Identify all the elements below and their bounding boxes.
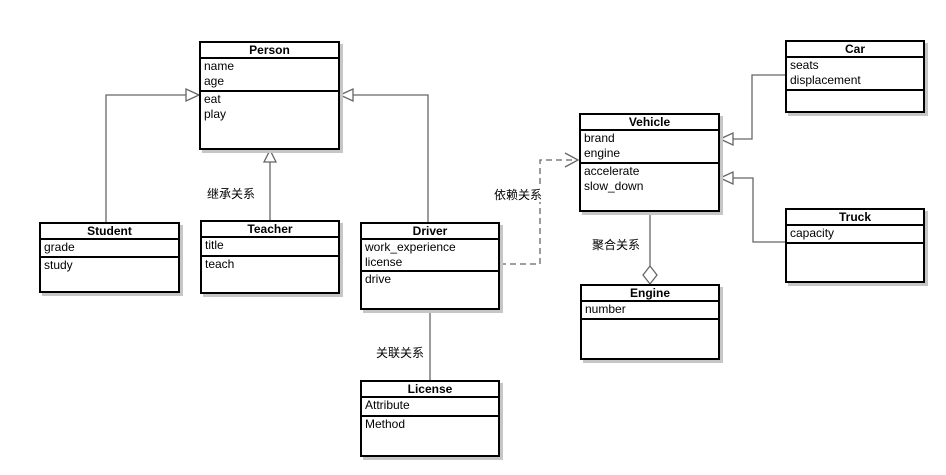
attribute-row: number xyxy=(585,302,626,316)
class-box-engine: Engine number xyxy=(580,284,720,360)
methods-section: eat play xyxy=(201,92,338,148)
attributes-section: title xyxy=(202,238,338,257)
method-row: Method xyxy=(365,417,406,431)
methods-section xyxy=(787,91,923,111)
methods-section: study xyxy=(41,258,178,291)
edge-label-dependency: 依赖关系 xyxy=(492,188,544,202)
class-box-truck: Truck capacity xyxy=(785,208,925,283)
method-row: study xyxy=(44,258,73,272)
class-box-driver: Driver work_experience license drive xyxy=(360,222,500,310)
methods-section: accelerate slow_down xyxy=(581,164,718,210)
attribute-row: name xyxy=(204,59,235,73)
edge-label-association: 关联关系 xyxy=(374,346,426,360)
class-title-driver: Driver xyxy=(362,224,498,240)
edge-driver-person-inheritance xyxy=(338,87,429,222)
attribute-row: capacity xyxy=(790,226,835,240)
edge-truck-vehicle-inheritance xyxy=(718,170,785,243)
class-title-license: License xyxy=(362,382,498,398)
edge-label-inheritance: 继承关系 xyxy=(205,187,257,201)
class-title-teacher: Teacher xyxy=(202,222,338,238)
methods-section: drive xyxy=(362,272,498,308)
class-title-vehicle: Vehicle xyxy=(581,115,718,131)
attributes-section: number xyxy=(582,302,718,320)
attributes-section: Attribute xyxy=(362,398,498,417)
attribute-row: title xyxy=(205,238,224,252)
attributes-section: brand engine xyxy=(581,131,718,164)
attributes-section: seats displacement xyxy=(787,58,923,91)
edge-student-person-inheritance xyxy=(105,87,201,222)
attributes-section: capacity xyxy=(787,226,923,244)
attributes-section: grade xyxy=(41,240,178,258)
methods-section: teach xyxy=(202,257,338,292)
method-row: slow_down xyxy=(584,179,644,193)
method-row: drive xyxy=(365,272,392,286)
method-row: accelerate xyxy=(584,164,640,178)
class-title-car: Car xyxy=(787,42,923,58)
class-box-student: Student grade study xyxy=(39,222,180,293)
class-title-student: Student xyxy=(41,224,178,240)
attribute-row: Attribute xyxy=(365,398,410,412)
attribute-row: seats xyxy=(790,58,819,72)
method-row: eat xyxy=(204,92,221,106)
edge-driver-vehicle-dependency xyxy=(500,152,580,265)
edge-teacher-person-inheritance xyxy=(262,148,278,220)
class-box-car: Car seats displacement xyxy=(785,40,925,113)
edge-label-aggregation: 聚合关系 xyxy=(590,238,642,252)
method-row: play xyxy=(204,107,227,121)
attributes-section: name age xyxy=(201,59,338,92)
attributes-section: work_experience license xyxy=(362,240,498,272)
edge-vehicle-engine-aggregation xyxy=(642,212,658,286)
attribute-row: engine xyxy=(584,146,621,160)
methods-section xyxy=(787,244,923,281)
attribute-row: brand xyxy=(584,131,615,145)
class-box-license: License Attribute Method xyxy=(360,380,500,457)
attribute-row: work_experience xyxy=(365,240,456,254)
attribute-row: age xyxy=(204,74,225,88)
edge-car-vehicle-inheritance xyxy=(718,74,785,147)
attribute-row: grade xyxy=(44,240,75,254)
attribute-row: displacement xyxy=(790,73,861,87)
class-title-person: Person xyxy=(201,43,338,59)
class-box-person: Person name age eat play xyxy=(199,41,340,150)
class-box-vehicle: Vehicle brand engine accelerate slow_dow… xyxy=(579,113,720,212)
class-title-truck: Truck xyxy=(787,210,923,226)
class-box-teacher: Teacher title teach xyxy=(200,220,340,294)
method-row: teach xyxy=(205,257,235,271)
methods-section xyxy=(582,320,718,358)
class-title-engine: Engine xyxy=(582,286,718,302)
attribute-row: license xyxy=(365,255,403,269)
methods-section: Method xyxy=(362,417,498,455)
